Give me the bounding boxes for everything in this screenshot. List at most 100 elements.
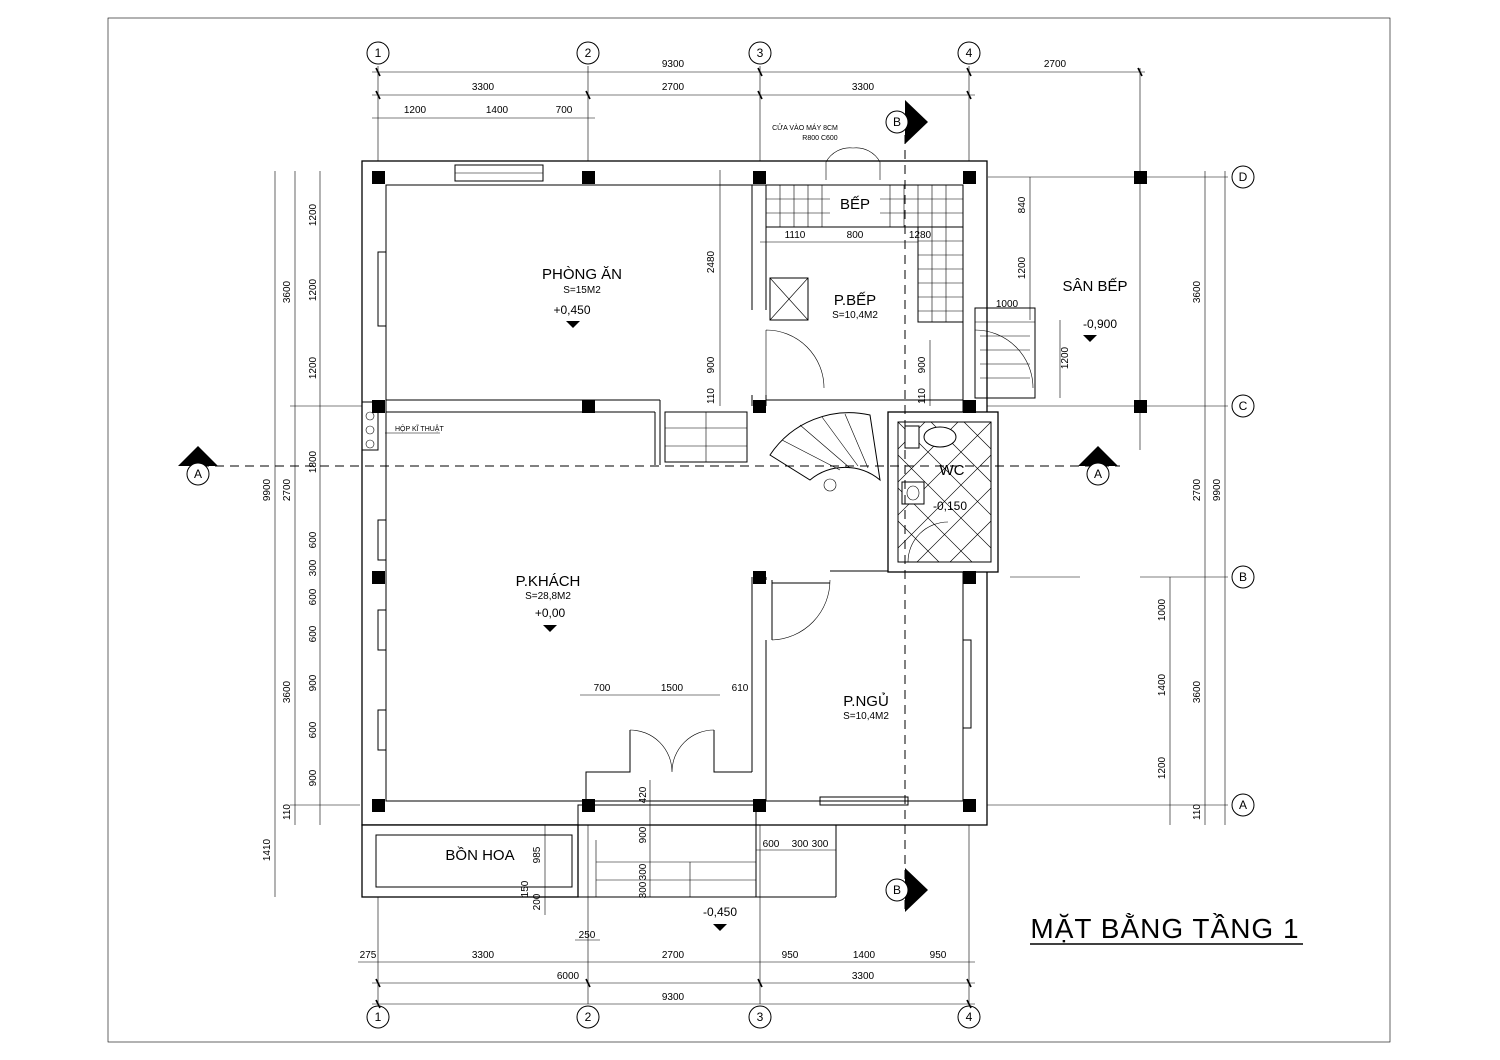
- dim-entry-700: 700: [594, 683, 611, 694]
- svg-text:4: 4: [966, 1010, 973, 1024]
- room-flowerbed-name: BỒN HOA: [445, 846, 514, 864]
- note-tech-box: HỘP KĨ THUẬT: [395, 424, 444, 433]
- axis-bubble-B: B: [1231, 565, 1255, 589]
- sheet-border: [107, 17, 1391, 1043]
- dim-steps-1200: 1200: [1060, 346, 1071, 369]
- dim-left2-600a: 600: [308, 531, 319, 548]
- dim-kitchen-900b: 900: [917, 356, 928, 373]
- svg-text:4: 4: [966, 46, 973, 60]
- svg-text:1: 1: [375, 46, 382, 60]
- level-marker-icon: [713, 924, 727, 931]
- dim-bottom-2700: 2700: [662, 950, 685, 961]
- dim-kitchen-110b: 110: [917, 388, 928, 404]
- svg-text:3: 3: [757, 1010, 764, 1024]
- dim-bottom-9300: 9300: [662, 992, 685, 1003]
- dim-kitchen-800: 800: [847, 230, 864, 241]
- dim-top-1400: 1400: [486, 105, 509, 116]
- axis-bubble-1-top: 1: [366, 41, 390, 65]
- room-dining-area: S=15M2: [563, 285, 601, 296]
- dim-kitchen-2480: 2480: [706, 250, 717, 273]
- dimension-lines: [274, 67, 1226, 1009]
- dim-yard-1200: 1200: [1017, 256, 1028, 279]
- section-B-top-label: B: [893, 115, 901, 129]
- dim-left2-1200b: 1200: [308, 278, 319, 301]
- room-living-level: +0,00: [535, 606, 566, 620]
- dim-top-1200: 1200: [404, 105, 427, 116]
- dim-bottom-6000: 6000: [557, 971, 580, 982]
- room-dining-level: +0,450: [553, 303, 590, 317]
- dim-left-9900: 9900: [262, 478, 273, 501]
- dim-bottom-950b: 950: [930, 950, 947, 961]
- dim-left2-600c: 600: [308, 625, 319, 642]
- dim-left-3600a: 3600: [282, 280, 293, 303]
- room-living-name: P.KHÁCH: [516, 573, 581, 590]
- dim-left2-300: 300: [308, 559, 319, 576]
- dim-flowerbed-200: 200: [532, 893, 543, 910]
- note-kitchen-door: CỬA VÀO MÁY 8CM: [772, 123, 838, 132]
- structural-columns: [372, 171, 1147, 812]
- dim-flowerbed-985: 985: [532, 846, 543, 863]
- room-living-area: S=28,8M2: [525, 591, 571, 602]
- dim-left-2700: 2700: [282, 478, 293, 501]
- dim-entry-1500: 1500: [661, 683, 684, 694]
- dim-yard-840: 840: [1017, 196, 1028, 213]
- level-marker-icon: [543, 625, 557, 632]
- dim-left2-900b: 900: [308, 769, 319, 786]
- svg-text:2: 2: [585, 1010, 592, 1024]
- axis-bubble-1-bottom: 1: [366, 1005, 390, 1029]
- room-wc-name: WC: [940, 462, 965, 479]
- dim-left2-1800: 1800: [308, 450, 319, 473]
- level-marker-icon: [1083, 335, 1097, 342]
- svg-text:D: D: [1239, 170, 1248, 184]
- dim-top-700: 700: [556, 105, 573, 116]
- dim-porch-900: 900: [638, 826, 649, 843]
- kitchen-counter-label: BẾP: [840, 196, 870, 213]
- axis-bubble-4-top: 4: [957, 41, 981, 65]
- drawing-title: MẶT BẰNG TẦNG 1: [1030, 913, 1299, 944]
- room-yard-name: SÂN BẾP: [1062, 278, 1127, 295]
- dim-left2-1200a: 1200: [308, 203, 319, 226]
- dim-kitchen-1280: 1280: [909, 230, 932, 241]
- axis-bubble-3-bottom: 3: [748, 1005, 772, 1029]
- dim-steps-1000: 1000: [996, 299, 1019, 310]
- dim-left-3600b: 3600: [282, 680, 293, 703]
- room-bedroom-name: P.NGỦ: [843, 692, 889, 710]
- dim-right-2700: 2700: [1192, 478, 1203, 501]
- section-line-A: A A: [178, 446, 1120, 486]
- dim-top-yard: 2700: [1044, 59, 1067, 70]
- dim-entry-610: 610: [732, 683, 749, 694]
- axis-bubble-4-bottom: 4: [957, 1005, 981, 1029]
- svg-text:1: 1: [375, 1010, 382, 1024]
- axis-bubble-2-bottom: 2: [576, 1005, 600, 1029]
- room-dining-name: PHÒNG ĂN: [542, 266, 622, 283]
- dim-bay-300b: 300: [812, 839, 829, 850]
- axis-bubble-A: A: [1231, 793, 1255, 817]
- dim-right2-1000: 1000: [1157, 598, 1168, 621]
- dim-right-3600a: 3600: [1192, 280, 1203, 303]
- dim-top-2700: 2700: [662, 82, 685, 93]
- dim-bottom-1400: 1400: [853, 950, 876, 961]
- dim-bottom-950a: 950: [782, 950, 799, 961]
- dim-right-110: 110: [1192, 804, 1203, 820]
- dim-porch-300b: 300: [638, 881, 649, 898]
- dim-flowerbed-150: 150: [520, 880, 531, 897]
- svg-text:2: 2: [585, 46, 592, 60]
- svg-text:A: A: [1239, 798, 1247, 812]
- dim-right2-1400: 1400: [1157, 673, 1168, 696]
- dim-left-1410: 1410: [262, 838, 273, 861]
- dim-left2-600d: 600: [308, 721, 319, 738]
- section-A-left-label: A: [194, 467, 202, 481]
- dim-left2-900a: 900: [308, 674, 319, 691]
- walls: [361, 147, 1036, 898]
- dim-bay-300a: 300: [792, 839, 809, 850]
- axis-bubble-2-top: 2: [576, 41, 600, 65]
- svg-text:3: 3: [757, 46, 764, 60]
- level-marker-icon: [566, 321, 580, 328]
- room-wc-level: -0,150: [933, 499, 967, 513]
- axis-bubble-3-top: 3: [748, 41, 772, 65]
- dim-left2-1200c: 1200: [308, 356, 319, 379]
- entry-level: -0,450: [703, 905, 737, 919]
- dim-left2-600b: 600: [308, 588, 319, 605]
- dim-bay-600: 600: [763, 839, 780, 850]
- room-bedroom-area: S=10,4M2: [843, 711, 889, 722]
